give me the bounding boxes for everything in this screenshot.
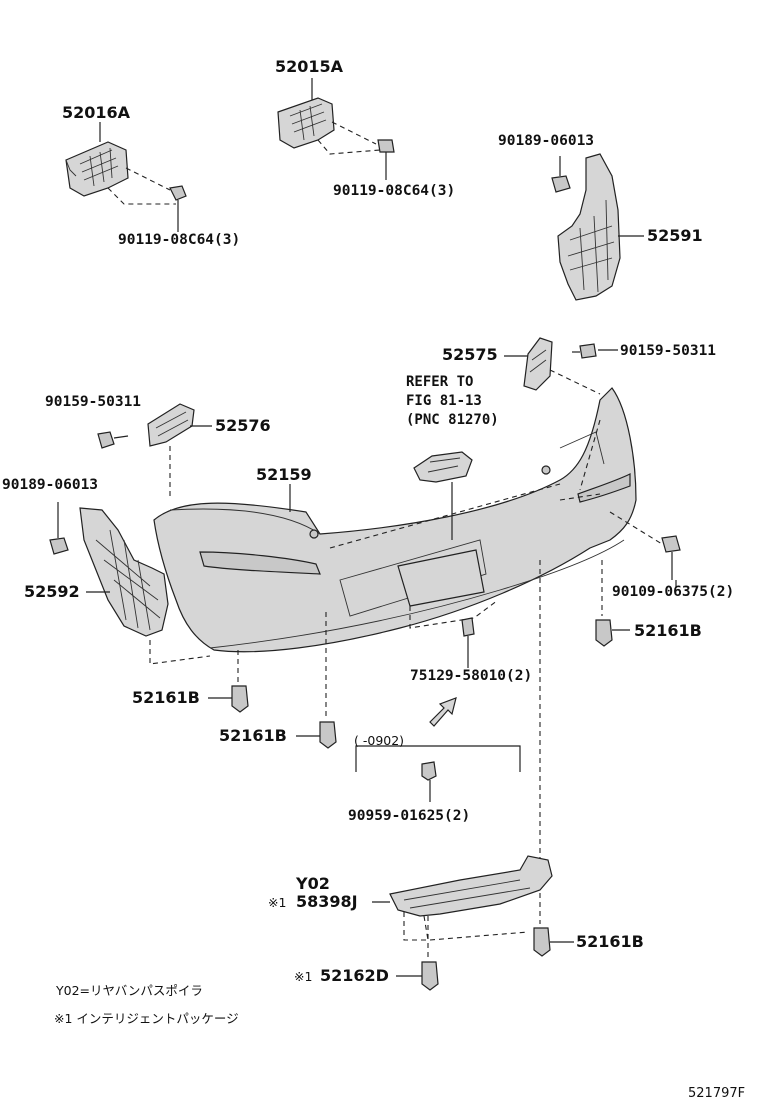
part-label-52592[interactable]: 52592 [24, 582, 80, 601]
side-support-52592 [49, 502, 211, 665]
clip-52161B-left [208, 650, 249, 713]
bumper-cover-52159 [153, 387, 637, 653]
part-label-90189-left[interactable]: 90189-06013 [2, 477, 99, 493]
part-label-52159[interactable]: 52159 [256, 465, 312, 484]
part-label-52591[interactable]: 52591 [647, 226, 703, 245]
clip-52162D [396, 916, 439, 991]
legend-note-y02: Y02=リヤバンパスポイラ [56, 983, 203, 998]
bolt-90119-right [377, 139, 395, 180]
clip-52161B-center [296, 612, 337, 749]
license-mount [397, 549, 499, 668]
part-label-52162D[interactable]: 52162D [320, 966, 389, 985]
bolt-90119-left [169, 185, 187, 232]
clip-52161B-bottom [533, 560, 574, 957]
part-label-90159-left[interactable]: 90159-50311 [45, 394, 142, 410]
legend-note-star1: ※1 インテリジェントパッケージ [54, 1011, 239, 1026]
reference-line-2: FIG 81-13 [406, 393, 482, 409]
part-label-90159-right[interactable]: 90159-50311 [620, 343, 717, 359]
part-label-52161B-left[interactable]: 52161B [132, 688, 200, 707]
part-label-52161B-right[interactable]: 52161B [634, 621, 702, 640]
part-label-52161B-bottom[interactable]: 52161B [576, 932, 644, 951]
figure-id: 521797F [688, 1086, 746, 1101]
part-label-52015A[interactable]: 52015A [275, 57, 344, 76]
clip-52161B-right [595, 560, 630, 647]
option-code-y02: Y02 [296, 874, 330, 893]
part-label-52576[interactable]: 52576 [215, 416, 271, 435]
part-label-90959[interactable]: 90959-01625(2) [348, 808, 471, 824]
spoiler-58398J [372, 855, 553, 941]
mark-star-2: ※1 [294, 969, 313, 984]
license-lamp [413, 451, 473, 540]
retainer-52576 [97, 403, 195, 500]
part-label-52575[interactable]: 52575 [442, 345, 498, 364]
part-label-58398J[interactable]: 58398J [296, 892, 358, 911]
bracket-52015A [277, 97, 381, 155]
reference-line-1: REFER TO [406, 374, 474, 390]
reference-line-3: (PNC 81270) [406, 412, 499, 428]
part-label-52016A[interactable]: 52016A [62, 103, 131, 122]
bolt-90109 [609, 511, 681, 580]
side-support-52591 [551, 153, 621, 301]
retainer-52575 [523, 337, 601, 395]
part-label-90189-right[interactable]: 90189-06013 [498, 133, 595, 149]
reference-note[interactable]: REFER TO FIG 81-13 (PNC 81270) [406, 373, 499, 430]
part-label-52161B-center[interactable]: 52161B [219, 726, 287, 745]
mark-star-1: ※1 [268, 895, 287, 910]
view-arrow [429, 697, 457, 727]
leader-lines [86, 78, 677, 593]
date-range-label: ( -0902) [354, 733, 405, 748]
part-label-75129[interactable]: 75129-58010(2) [410, 668, 533, 684]
date-bracket [355, 745, 521, 802]
part-label-90119-lower[interactable]: 90119-08C64(3) [118, 232, 241, 248]
part-label-90119-upper[interactable]: 90119-08C64(3) [333, 183, 456, 199]
part-label-90109[interactable]: 90109-06375(2) [612, 584, 735, 600]
bracket-52016A [65, 141, 176, 205]
